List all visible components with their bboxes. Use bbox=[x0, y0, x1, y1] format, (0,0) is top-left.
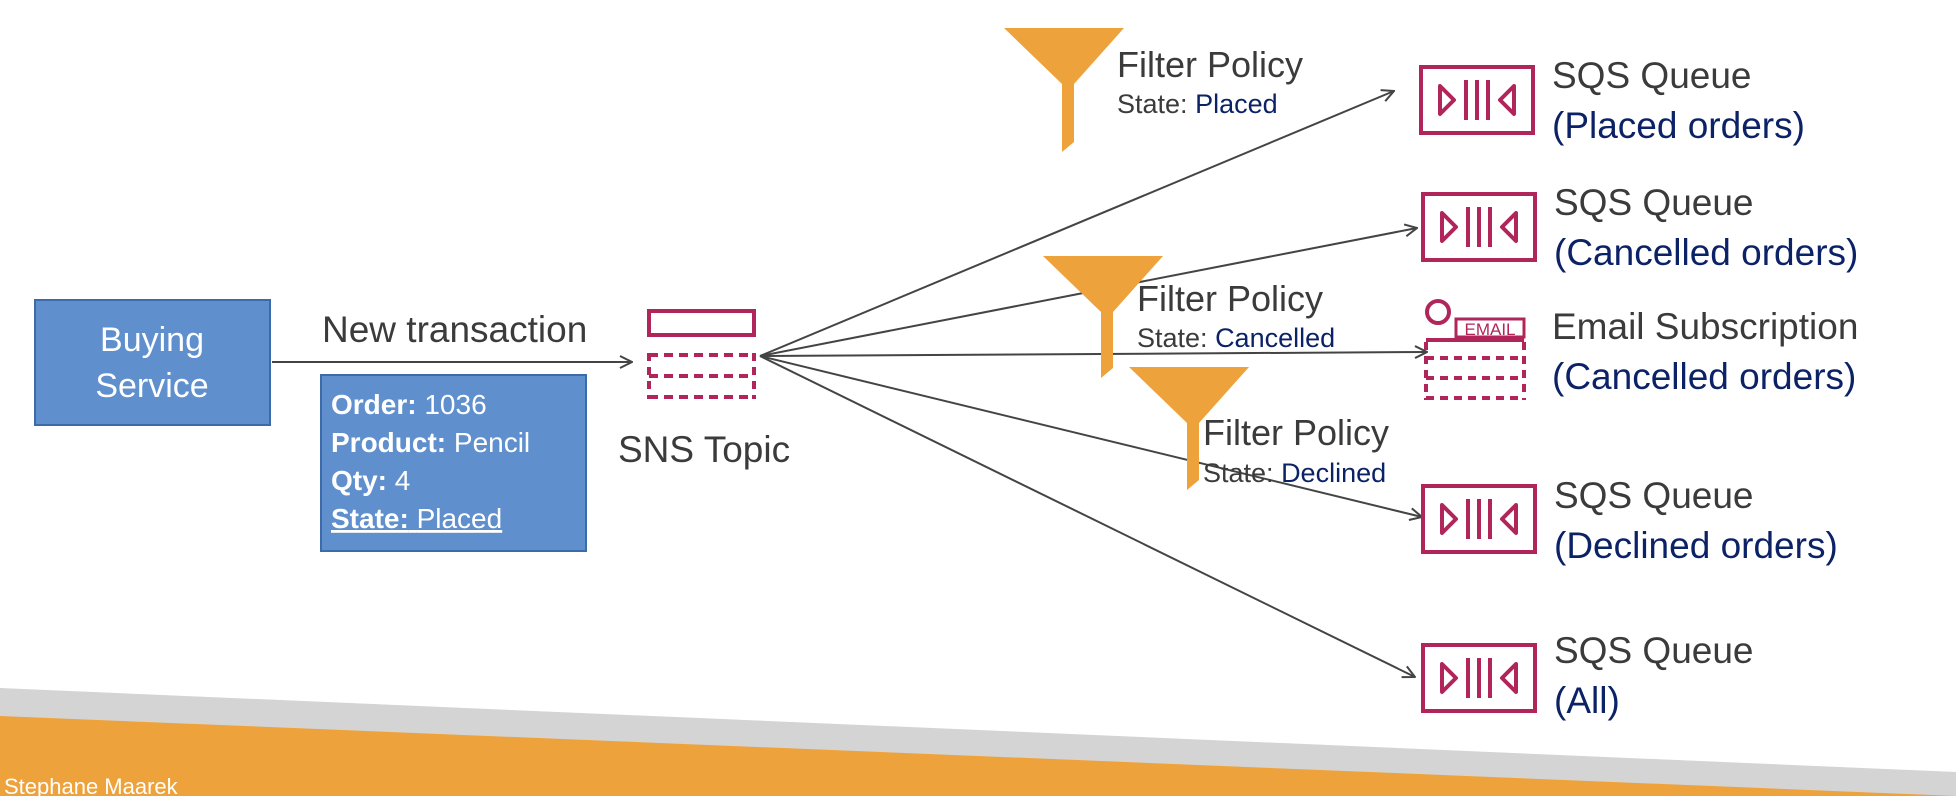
buying-service-line1: Buying bbox=[100, 321, 204, 359]
subscriber-sqs-declined: SQS Queue (Declined orders) bbox=[1421, 475, 1838, 566]
sqs-queue-icon bbox=[1419, 65, 1535, 135]
sqs-queue-icon bbox=[1421, 643, 1537, 713]
subscriber-detail: (Cancelled orders) bbox=[1554, 232, 1858, 273]
email-icon-text: EMAIL bbox=[1464, 320, 1515, 339]
sqs-queue-icon bbox=[1421, 484, 1537, 554]
filter-policy-placed: Filter Policy State: Placed bbox=[1004, 28, 1303, 152]
filter-policy-state: State: Placed bbox=[1117, 89, 1278, 119]
funnel-icon bbox=[1043, 256, 1163, 378]
filter-policy-title: Filter Policy bbox=[1137, 278, 1323, 319]
message-order: Order: 1036 bbox=[331, 389, 487, 420]
subscriber-detail: (Cancelled orders) bbox=[1552, 356, 1856, 397]
subscriber-detail: (All) bbox=[1554, 680, 1620, 721]
message-qty: Qty: 4 bbox=[331, 465, 410, 496]
sns-topic-icon bbox=[647, 309, 756, 399]
footer-author: Stephane Maarek bbox=[4, 774, 179, 796]
edge-to-email bbox=[759, 352, 1427, 356]
buying-service-box: Buying Service bbox=[34, 299, 271, 426]
subscriber-email: EMAIL Email Subscription (Cancelled orde… bbox=[1424, 299, 1858, 400]
subscriber-title: SQS Queue bbox=[1554, 630, 1754, 671]
filter-policy-state: State: Declined bbox=[1203, 458, 1386, 488]
email-icon: EMAIL bbox=[1424, 299, 1526, 400]
publish-label: New transaction bbox=[322, 309, 587, 350]
footer-band: Stephane Maarek bbox=[0, 688, 1956, 796]
edge-to-all bbox=[759, 355, 1415, 677]
subscriber-title: SQS Queue bbox=[1554, 475, 1754, 516]
subscriber-sqs-placed: SQS Queue (Placed orders) bbox=[1419, 55, 1805, 146]
filter-policy-declined: Filter Policy State: Declined bbox=[1129, 367, 1389, 490]
edge-to-declined bbox=[759, 355, 1422, 517]
footer-orange-band bbox=[0, 716, 1956, 796]
filter-policy-title: Filter Policy bbox=[1117, 44, 1303, 85]
funnel-icon bbox=[1129, 367, 1249, 490]
funnel-icon bbox=[1004, 28, 1124, 152]
subscriber-title: SQS Queue bbox=[1554, 182, 1754, 223]
message-state: State: Placed bbox=[331, 503, 502, 534]
subscriber-sqs-all: SQS Queue (All) bbox=[1421, 630, 1754, 721]
subscriber-title: SQS Queue bbox=[1552, 55, 1752, 96]
filter-policy-title: Filter Policy bbox=[1203, 412, 1389, 453]
message-card: Order: 1036 Product: Pencil Qty: 4 State… bbox=[320, 374, 587, 552]
fanout-edges bbox=[759, 91, 1427, 677]
message-product: Product: Pencil bbox=[331, 427, 530, 458]
edge-to-placed bbox=[759, 91, 1394, 357]
subscriber-sqs-cancelled: SQS Queue (Cancelled orders) bbox=[1421, 182, 1858, 273]
buying-service-line2: Service bbox=[95, 367, 208, 405]
filter-policy-cancelled: Filter Policy State: Cancelled bbox=[1043, 256, 1335, 378]
subscriber-detail: (Declined orders) bbox=[1554, 525, 1838, 566]
subscriber-title: Email Subscription bbox=[1552, 306, 1858, 347]
sns-topic-label: SNS Topic bbox=[618, 429, 790, 470]
subscriber-detail: (Placed orders) bbox=[1552, 105, 1805, 146]
sqs-queue-icon bbox=[1421, 192, 1537, 262]
filter-policy-state: State: Cancelled bbox=[1137, 323, 1335, 353]
